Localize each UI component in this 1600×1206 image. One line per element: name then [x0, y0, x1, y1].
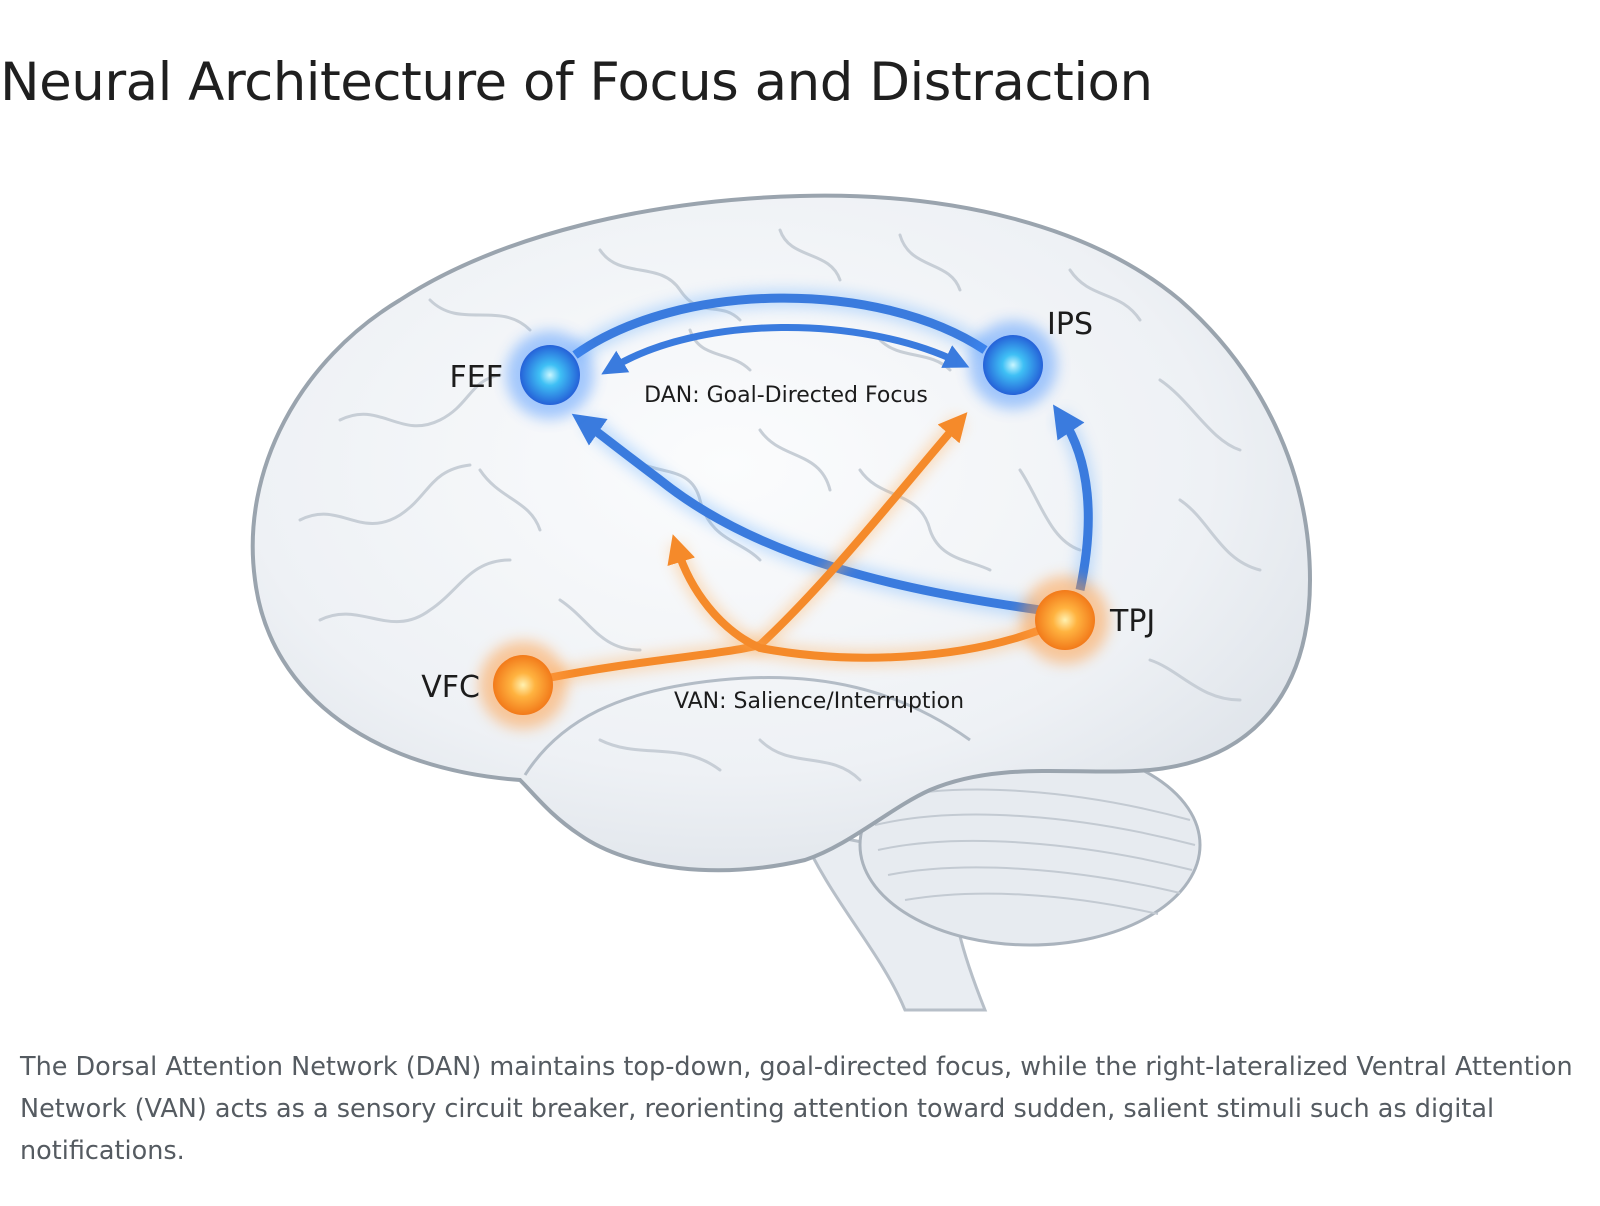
page-title: Neural Architecture of Focus and Distrac…: [0, 52, 1153, 113]
brain-diagram: FEF IPS TPJ VFC DAN: Goal-Directed Focus…: [0, 160, 1600, 1040]
node-label-ips: IPS: [1047, 307, 1093, 342]
node-label-vfc: VFC: [421, 670, 480, 705]
caption: The Dorsal Attention Network (DAN) maint…: [20, 1052, 1573, 1166]
dan-connections: [569, 289, 1097, 619]
node-fef: [506, 331, 594, 419]
node-vfc: [479, 641, 567, 729]
dan-label: DAN: Goal-Directed Focus: [644, 383, 928, 408]
node-label-tpj: TPJ: [1109, 604, 1155, 639]
node-label-fef: FEF: [450, 360, 503, 395]
node-tpj: [1021, 576, 1109, 664]
van-connections: [546, 412, 1043, 686]
node-ips: [969, 321, 1057, 409]
van-label: VAN: Salience/Interruption: [674, 689, 964, 714]
lateral-sulcus: [523, 676, 971, 776]
